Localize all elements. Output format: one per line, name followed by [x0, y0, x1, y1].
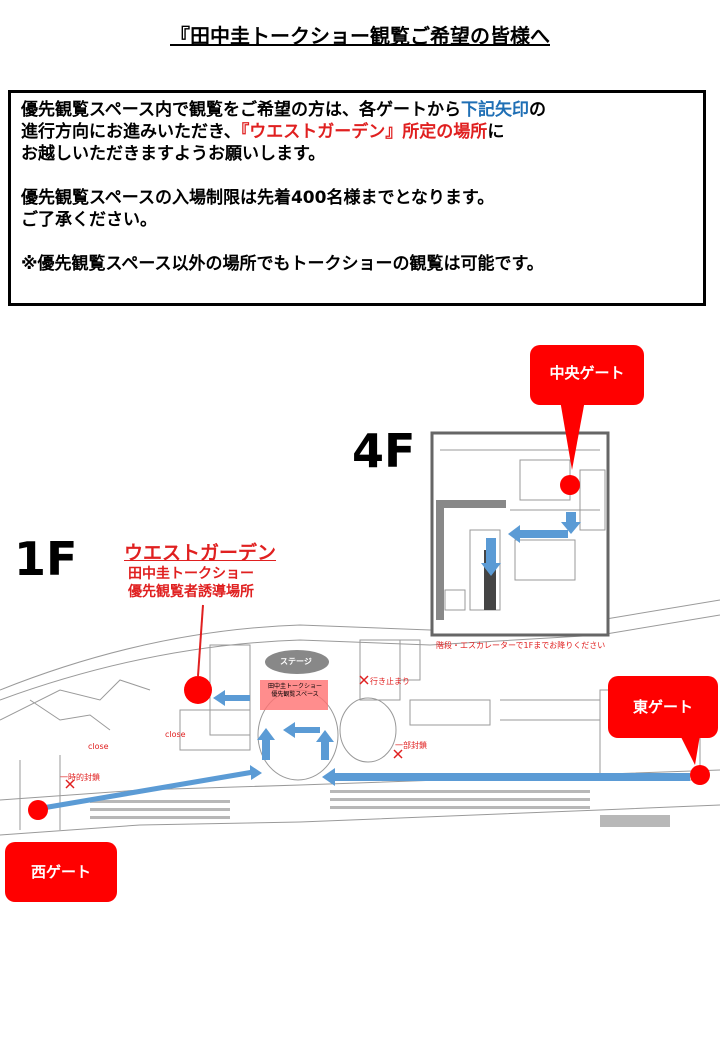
page-title: 『田中圭トークショー観覧ご希望の皆様へ: [0, 20, 720, 49]
arrow-left-1: [213, 690, 250, 706]
partial-closed-label: 一部封鎖: [395, 741, 427, 750]
central-gate-label: 中央ゲート: [530, 345, 644, 405]
arrow-direction-highlight: 下記矢印: [460, 100, 529, 120]
west-garden-dot: [184, 676, 212, 704]
east-gate-pointer: [680, 735, 700, 765]
west-garden-title: ウエストガーデン: [124, 542, 277, 564]
notice-line-1: 優先観覧スペース内で観覧をご希望の方は、各ゲートから下記矢印の: [21, 100, 546, 120]
seating-rows: [90, 790, 670, 827]
inner-circle-right: [339, 697, 397, 763]
1f-floor-plan: [0, 599, 720, 836]
route-arrows: [45, 512, 690, 810]
notice-line-4: 優先観覧スペースの入場制限は先着400名様までとなります。: [21, 188, 495, 208]
temp-closed-label: 一時的封鎖: [60, 773, 100, 782]
notice-line-3: お越しいただきますようお願いします。: [21, 144, 326, 164]
arrow-east-route: [322, 768, 690, 786]
close-label-1: close: [88, 742, 109, 751]
4f-descend-note: 階段・エスカレーターで1Fまでお降りください: [436, 641, 606, 650]
notice-line-6: ※優先観覧スペース以外の場所でもトークショーの観覧は可能です。: [21, 254, 544, 274]
central-gate-pointer: [560, 400, 585, 470]
east-gate-label: 東ゲート: [608, 676, 718, 738]
priority-space: [260, 680, 328, 710]
priority-space-label: 田中圭トークショー 優先観覧スペース: [267, 683, 322, 698]
stage-ellipse: [265, 650, 329, 674]
notice-line-5: ご了承ください。: [21, 210, 157, 230]
floor-label-4f: 4F: [352, 424, 416, 478]
arrow-4f-down: [561, 512, 581, 534]
west-garden-leader: [197, 604, 204, 677]
notice-box: 優先観覧スペース内で観覧をご希望の方は、各ゲートから下記矢印の 進行方向にお進み…: [8, 90, 706, 306]
notice-line-2: 進行方向にお進みいただき、『ウエストガーデン』所定の場所に: [21, 122, 505, 142]
central-gate-dot: [560, 475, 580, 495]
arrow-up-right: [316, 730, 334, 760]
floor-label-1f: 1F: [14, 532, 78, 586]
dead-end-label: 行き止まり: [370, 677, 410, 686]
west-garden-highlight: 『ウエストガーデン』所定の場所: [240, 122, 488, 142]
west-garden-subtitle: 田中圭トークショー 優先観覧者誘導場所: [128, 566, 254, 600]
west-gate-label: 西ゲート: [5, 842, 117, 902]
stage-label: ステージ: [280, 657, 312, 666]
4f-floor-plan: [430, 431, 610, 637]
page-title-text: 『田中圭トークショー観覧ご希望の皆様へ: [170, 24, 550, 48]
arrow-west-route: [45, 765, 262, 810]
floor-map: [0, 400, 720, 836]
closed-marks: [65, 675, 403, 789]
west-gate-dot: [28, 800, 48, 820]
east-gate-dot: [690, 765, 710, 785]
arrow-4f-left: [508, 525, 568, 543]
arrow-up-left: [257, 728, 275, 760]
arrow-4f-down-stairs: [481, 538, 501, 576]
arrow-left-2: [283, 722, 320, 738]
close-label-2: close: [165, 730, 186, 739]
